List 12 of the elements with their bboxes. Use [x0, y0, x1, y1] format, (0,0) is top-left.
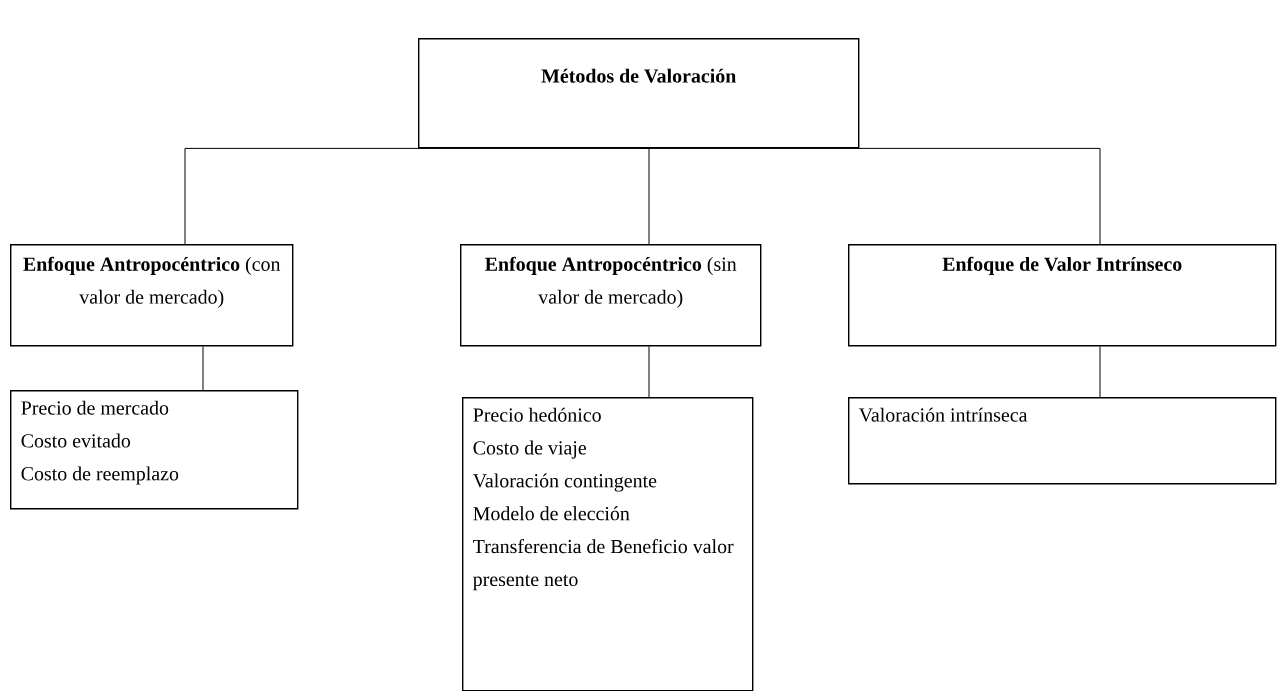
connector-line: [648, 345, 650, 398]
category-box: Enfoque de Valor Intrínseco: [848, 244, 1277, 347]
method-list-box: Precio hedónico Costo de viaje Valoración contingente Modelo de elección Transferencia de Beneficio valor presente neto: [462, 397, 754, 691]
category-box: Enfoque Antropocéntrico (con valor de mercado): [10, 244, 294, 347]
method-list-box: Precio de mercado Costo evitado Costo de reemplazo: [10, 390, 299, 510]
connector-line: [202, 345, 204, 391]
connector-line: [638, 147, 1101, 245]
connector-line: [1099, 345, 1101, 398]
title-box: Métodos de Valoración: [418, 38, 860, 149]
method-list-box: Valoración intrínseca: [848, 397, 1277, 485]
connector-line: [184, 147, 640, 245]
category-box: Enfoque Antropocéntrico (sin valor de mercado): [460, 244, 762, 347]
